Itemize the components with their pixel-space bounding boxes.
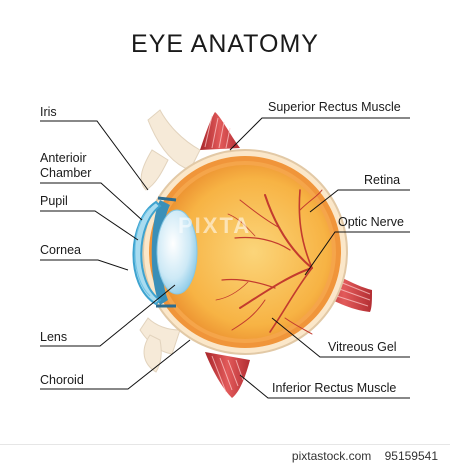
label-lens: Lens	[40, 330, 68, 344]
label-optic-nerve: Optic Nerve	[338, 215, 404, 229]
label-superior-rectus-muscle: Superior Rectus Muscle	[268, 100, 401, 114]
label-anterior-chamber-line1: Anterioir	[40, 151, 87, 165]
label-anterior-chamber-line2: Chamber	[40, 166, 92, 180]
superior-rectus-muscle	[200, 112, 240, 150]
label-choroid: Choroid	[40, 373, 84, 387]
leader-lines	[40, 117, 410, 399]
inferior-rectus-muscle	[205, 352, 250, 398]
cornea-shape	[132, 200, 162, 306]
retinal-vessels	[215, 189, 323, 335]
lens-shape	[156, 209, 198, 295]
upper-eyelid	[147, 109, 201, 171]
footer-site: pixtastock.com	[291, 449, 372, 463]
lower-lid-fold	[143, 334, 162, 373]
footer-id: 95159541	[384, 449, 438, 463]
label-pupil: Pupil	[40, 194, 68, 208]
watermark: PIXTA	[178, 213, 252, 238]
vitreous-gel	[158, 165, 332, 339]
footer-credit: pixtastock.com 95159541	[292, 449, 438, 463]
diagram-title: EYE ANATOMY	[131, 30, 319, 58]
label-cornea: Cornea	[40, 243, 81, 257]
label-inferior-rectus-muscle: Inferior Rectus Muscle	[272, 381, 397, 395]
label-vitreous-gel: Vitreous Gel	[328, 340, 397, 354]
label-iris: Iris	[40, 105, 57, 119]
label-retina: Retina	[364, 173, 401, 187]
footer-bar: pixtastock.com 95159541	[0, 444, 450, 469]
upper-lid-fold	[140, 149, 169, 191]
